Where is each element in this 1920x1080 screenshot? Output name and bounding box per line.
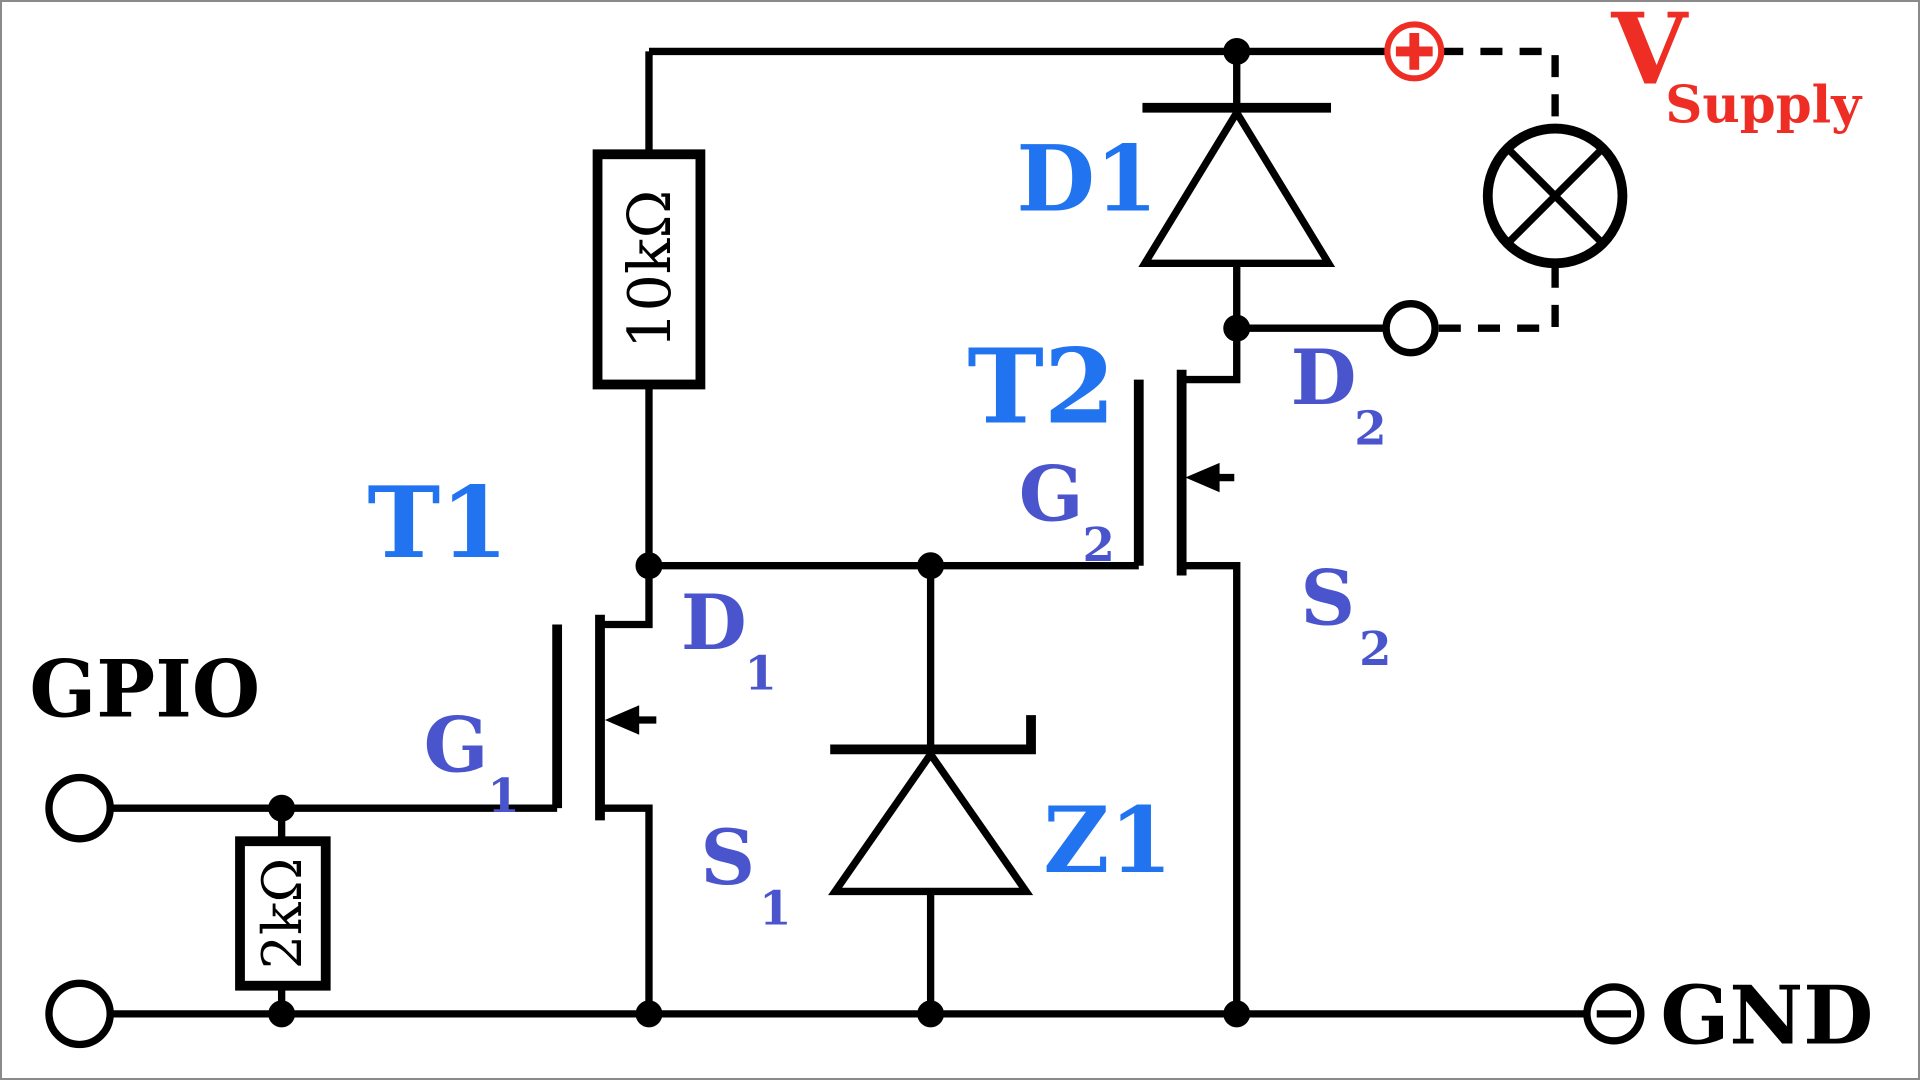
gnd-terminal <box>1583 983 1645 1045</box>
t1-drain-label: D <box>681 578 747 667</box>
junction-dots <box>268 37 1251 1028</box>
t2-drain-lead <box>1181 328 1241 384</box>
junction-dot <box>268 794 296 822</box>
resistor-r1: 10kΩ <box>592 149 706 390</box>
t1-drain-lead <box>600 565 653 629</box>
resistor-r2-body <box>235 836 331 991</box>
junction-dot <box>1223 1000 1251 1028</box>
diode-d1 <box>1138 51 1336 329</box>
t1-source-label: S <box>700 813 755 902</box>
junction-dot <box>917 1000 945 1028</box>
d1-label: D1 <box>1016 127 1158 233</box>
resistor-r1-body <box>592 149 706 390</box>
junction-dot <box>1223 37 1251 65</box>
d1-triangle <box>1138 105 1336 267</box>
gpio-terminal <box>45 773 114 843</box>
junction-dot <box>1223 314 1251 342</box>
t2-gate-label: G <box>1019 449 1084 538</box>
junction-dot <box>635 1000 663 1028</box>
mosfet-t1 <box>552 565 657 1014</box>
t2-label: T2 <box>967 326 1115 447</box>
dashed-connections <box>1437 47 1559 332</box>
lamp-cross-2 <box>1504 145 1606 247</box>
t1-drain-sub: 1 <box>744 645 776 700</box>
t1-gate-sub: 1 <box>487 768 519 823</box>
zener-z1 <box>828 565 1036 1014</box>
vsupply-sub-label: Supply <box>1665 75 1863 135</box>
z1-cathode-bar <box>830 715 1036 755</box>
z1-triangle <box>828 747 1034 896</box>
t2-source-sub: 2 <box>1359 621 1391 676</box>
junction-dot <box>635 552 663 580</box>
gpio-label: GPIO <box>29 643 260 735</box>
t2-arrow-head <box>1185 462 1220 493</box>
supply-plus-terminal <box>1384 21 1445 82</box>
t2-source-lead <box>1181 562 1241 1014</box>
lamp <box>1482 123 1628 269</box>
t2-gate-sub: 2 <box>1082 517 1114 572</box>
t2-drain-sub: 2 <box>1354 400 1386 455</box>
resistor-r2-value: 2kΩ <box>251 858 314 970</box>
t2-drain-label: D <box>1291 333 1357 422</box>
junction-dot <box>268 1000 296 1028</box>
gnd-label: GND <box>1660 968 1873 1063</box>
t1-source-sub: 1 <box>759 880 791 935</box>
resistor-r1-value: 10kΩ <box>615 190 684 349</box>
t2-source-label: S <box>1300 553 1355 642</box>
dashed-supply-to-lamp <box>1441 47 1559 127</box>
junction-dot <box>917 552 945 580</box>
t1-gate-label: G <box>424 700 489 789</box>
t1-source-lead <box>600 804 653 1014</box>
gnd-left-terminal <box>45 979 114 1049</box>
vsupply-label: V <box>1610 0 1689 107</box>
z1-label: Z1 <box>1043 788 1172 894</box>
dashed-lamp-to-return <box>1437 265 1559 332</box>
lamp-body <box>1482 123 1628 269</box>
mosfet-t2 <box>1133 328 1241 1014</box>
lamp-return-terminal <box>1382 300 1439 357</box>
resistor-r2: 2kΩ <box>235 836 331 991</box>
t1-arrow-head <box>604 705 640 735</box>
t1-label: T1 <box>367 466 508 581</box>
